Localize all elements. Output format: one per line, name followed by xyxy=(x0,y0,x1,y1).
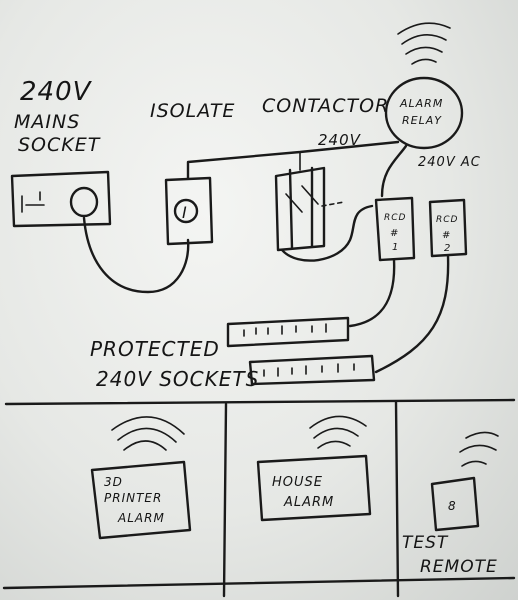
house-alarm-label-line2: ALARM xyxy=(283,495,334,510)
rcd-2: RCD # 2 xyxy=(428,198,468,258)
remote-button-icon: 8 xyxy=(448,499,457,513)
mains-socket xyxy=(10,170,112,228)
isolate-to-contactor-wire xyxy=(186,140,400,180)
isolate-label: ISOLATE xyxy=(150,100,235,122)
printer-alarm-device: 3D PRINTER ALARM xyxy=(90,460,192,540)
protected-label-line1: PROTECTED xyxy=(90,337,220,361)
rcd-2-label: RCD xyxy=(436,215,458,225)
printer-alarm-label-line1: 3D xyxy=(104,475,123,489)
house-alarm-label-line1: HOUSE xyxy=(272,475,323,490)
wifi-signal-icon xyxy=(397,22,451,65)
wifi-signal-icon xyxy=(111,416,185,451)
mains-label-line3: SOCKET xyxy=(18,134,101,156)
mains-label-line2: MAINS xyxy=(14,111,80,133)
socket-strip-2 xyxy=(248,354,376,386)
contactor-to-rcd-cable xyxy=(280,204,374,262)
contactor xyxy=(274,151,345,252)
rcd-1: RCD # 1 xyxy=(374,196,416,262)
wifi-signal-icon xyxy=(459,431,499,467)
panel-divider-horizontal xyxy=(4,398,516,406)
test-remote-label-line1: TEST xyxy=(402,533,449,553)
bottom-line xyxy=(2,576,516,590)
wire-240v-label: 240V xyxy=(318,131,362,149)
contactor-label: CONTACTOR xyxy=(262,95,389,117)
rcd-2-number: 2 xyxy=(444,243,451,254)
rcd-2-hash: # xyxy=(442,230,451,241)
socket-strip-1 xyxy=(226,316,350,348)
rcd-1-hash: # xyxy=(390,228,399,239)
isolate-switch-symbol: I xyxy=(182,203,188,222)
printer-alarm-label-line3: ALARM xyxy=(117,511,165,525)
alarm-relay: ALARM RELAY xyxy=(384,76,464,150)
rcd1-to-strip1-cable xyxy=(348,258,396,328)
panel-divider-1 xyxy=(222,402,228,598)
house-alarm-device: HOUSE ALARM xyxy=(256,454,372,522)
rcd2-to-strip2-cable xyxy=(374,254,450,374)
wifi-signal-icon xyxy=(309,415,367,449)
mains-to-isolate-cable xyxy=(82,216,190,294)
relay-to-rcd-wire xyxy=(380,144,408,198)
test-remote-device: 8 xyxy=(430,476,480,532)
alarm-relay-label-line2: RELAY xyxy=(402,114,442,127)
alarm-relay-label-line1: ALARM xyxy=(399,97,443,110)
isolate-switch: I xyxy=(164,176,214,246)
rcd-1-number: 1 xyxy=(392,242,399,253)
rcd-1-label: RCD xyxy=(384,213,406,223)
panel-divider-2 xyxy=(394,400,400,598)
mains-label-line1: 240V xyxy=(20,77,93,107)
printer-alarm-label-line2: PRINTER xyxy=(104,491,162,505)
protected-label-line2: 240V SOCKETS xyxy=(96,367,259,391)
wire-240vac-label: 240V AC xyxy=(418,155,481,170)
test-remote-label-line2: REMOTE xyxy=(420,557,498,577)
